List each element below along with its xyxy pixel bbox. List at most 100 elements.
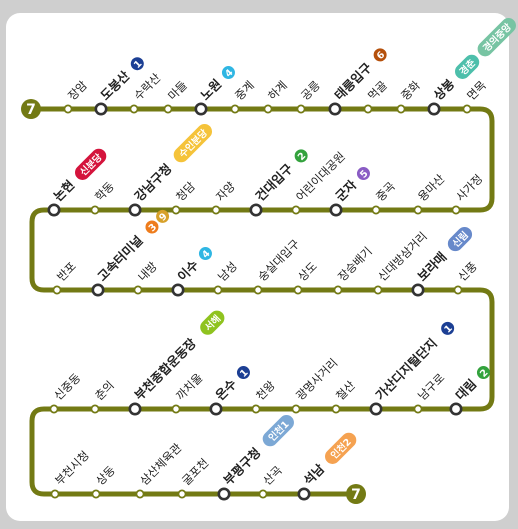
station-marker[interactable] <box>333 285 343 295</box>
transfer-station-marker[interactable] <box>369 402 383 416</box>
line-badge-circle <box>145 220 159 234</box>
station-군자[interactable]: 군자5 <box>329 163 373 217</box>
station-marker[interactable] <box>253 285 263 295</box>
station-marker[interactable] <box>230 104 240 114</box>
transfer-station-marker[interactable] <box>411 283 425 297</box>
station-굴포천[interactable]: 굴포천 <box>177 456 211 499</box>
transfer-station-marker[interactable] <box>449 402 463 416</box>
station-marker[interactable] <box>453 285 463 295</box>
station-marker[interactable] <box>331 404 341 414</box>
station-marker[interactable] <box>63 104 73 114</box>
station-name: 온수 <box>212 376 239 403</box>
station-marker[interactable] <box>129 104 139 114</box>
station-남구로[interactable]: 남구로 <box>413 371 447 414</box>
station-marker[interactable] <box>413 404 423 414</box>
station-marker[interactable] <box>177 489 187 499</box>
transfer-station-marker[interactable] <box>128 203 142 217</box>
station-marker[interactable] <box>291 205 301 215</box>
station-marker[interactable] <box>413 205 423 215</box>
station-name: 상봉 <box>430 76 457 103</box>
station-온수[interactable]: 온수1 <box>209 362 253 416</box>
station-광명사거리[interactable]: 광명사거리 <box>291 356 340 414</box>
station-label-group: 하계 <box>265 78 290 103</box>
station-marker[interactable] <box>462 104 472 114</box>
station-label-group: 내방 <box>135 259 160 284</box>
transfer-station-marker[interactable] <box>194 102 208 116</box>
station-marker[interactable] <box>293 285 303 295</box>
transfer-station-marker[interactable] <box>328 102 342 116</box>
station-marker[interactable] <box>90 205 100 215</box>
station-marker[interactable] <box>291 404 301 414</box>
station-용마산[interactable]: 용마산 <box>413 171 448 215</box>
station-marker[interactable] <box>90 404 100 414</box>
station-marker[interactable] <box>171 404 181 414</box>
station-marker[interactable] <box>52 285 62 295</box>
station-name: 굴포천 <box>179 456 211 488</box>
transfer-station-marker[interactable] <box>217 487 231 501</box>
station-marker[interactable] <box>258 489 268 499</box>
station-label-group: 온수1 <box>212 366 251 403</box>
station-marker[interactable] <box>251 404 261 414</box>
station-name: 자양 <box>213 179 238 204</box>
station-장승배기[interactable]: 장승배기 <box>333 244 375 295</box>
transfer-station-marker[interactable] <box>427 102 441 116</box>
station-label-group: 이수4 <box>174 247 213 284</box>
station-까치울[interactable]: 까치울 <box>171 371 205 414</box>
station-marker[interactable] <box>396 104 406 114</box>
station-marker[interactable] <box>163 104 173 114</box>
transfer-station-marker[interactable] <box>94 102 108 116</box>
transfer-station-marker[interactable] <box>297 487 311 501</box>
transfer-station-marker[interactable] <box>47 203 61 217</box>
station-marker[interactable] <box>363 104 373 114</box>
transfer-station-marker[interactable] <box>91 283 105 297</box>
transfer-station-marker[interactable] <box>171 283 185 297</box>
line-badge-pill <box>200 310 225 335</box>
station-marker[interactable] <box>451 205 461 215</box>
station-사가정[interactable]: 사가정 <box>451 172 485 215</box>
station-marker[interactable] <box>263 104 273 114</box>
station-marker[interactable] <box>213 285 223 295</box>
station-label-group: 장승배기 <box>335 244 375 284</box>
station-marker[interactable] <box>211 205 221 215</box>
station-marker[interactable] <box>133 285 143 295</box>
station-숭실대입구[interactable]: 숭실대입구 <box>253 237 302 295</box>
station-marker[interactable] <box>171 205 181 215</box>
station-수락산[interactable]: 수락산 <box>129 70 164 114</box>
station-신중동[interactable]: 신중동 <box>49 371 83 414</box>
transfer-station-marker[interactable] <box>329 203 343 217</box>
station-name: 신풍 <box>455 259 480 284</box>
station-신대방삼거리[interactable]: 신대방삼거리 <box>373 229 430 295</box>
station-삼산체육관[interactable]: 삼산체육관 <box>135 440 185 499</box>
transfer-station-marker[interactable] <box>249 203 263 217</box>
station-이수[interactable]: 이수4 <box>171 243 215 297</box>
line-badge-text: 수인분당 <box>177 127 210 160</box>
station-marker[interactable] <box>135 489 145 499</box>
station-name: 장승배기 <box>335 244 375 284</box>
station-marker[interactable] <box>373 285 383 295</box>
station-label-group: 장암 <box>65 78 90 103</box>
station-부천시청[interactable]: 부천시청 <box>50 448 92 499</box>
station-marker[interactable] <box>49 404 59 414</box>
station-name: 석남 <box>300 461 327 488</box>
line-badge-circle <box>156 209 170 223</box>
station-marker[interactable] <box>91 489 101 499</box>
transfer-station-marker[interactable] <box>128 402 142 416</box>
station-label-group: 삼산체육관 <box>137 440 185 488</box>
transfer-station-marker[interactable] <box>209 402 223 416</box>
station-marker[interactable] <box>50 489 60 499</box>
line-terminal-end: 7 <box>346 484 366 504</box>
station-label-group: 남성 <box>215 259 240 284</box>
station-marker[interactable] <box>371 205 381 215</box>
station-label-group: 반포 <box>54 259 79 284</box>
station-marker[interactable] <box>296 104 306 114</box>
